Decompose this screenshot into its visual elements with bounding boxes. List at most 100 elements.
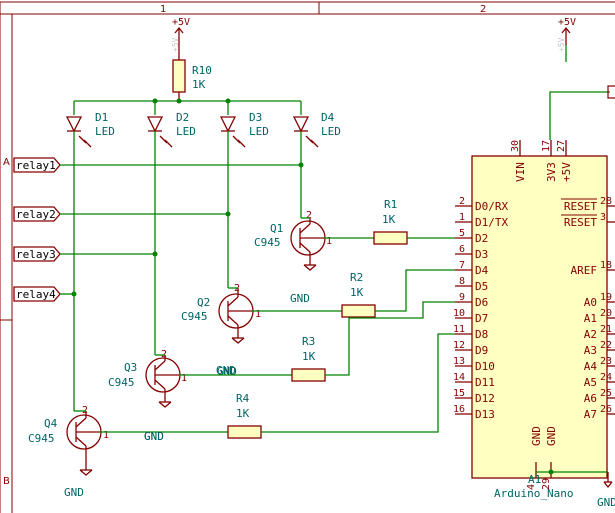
pin-number: 8 xyxy=(459,276,465,287)
pin-number: 28 xyxy=(600,196,612,207)
pin-number: 13 xyxy=(453,356,465,367)
d4-ref: D4 xyxy=(321,111,335,124)
pin-number: 21 xyxy=(600,324,612,335)
pin-name: A7 xyxy=(584,408,597,421)
pin-name: D8 xyxy=(475,328,488,341)
q4-pin-b: 1 xyxy=(103,430,109,441)
pin-number: 27 xyxy=(556,140,567,152)
d1-ref: D1 xyxy=(95,111,108,124)
pin-name: D4 xyxy=(475,264,489,277)
pin-number: 26 xyxy=(600,404,612,415)
r1-ref: R1 xyxy=(384,198,397,211)
pin-number: 6 xyxy=(459,244,465,255)
pin-name: A6 xyxy=(584,392,597,405)
wire-r2-d4 xyxy=(375,269,455,312)
q3-ref: Q3 xyxy=(124,361,137,374)
pin-number: 16 xyxy=(453,404,465,415)
pin-name: D6 xyxy=(475,296,488,309)
led-d2: D2 LED xyxy=(146,101,196,148)
r3-value: 1K xyxy=(302,350,316,363)
resistor-r3: R3 1K xyxy=(291,335,326,382)
pin-name: D7 xyxy=(475,312,488,325)
q2-value: C945 xyxy=(181,310,208,323)
d3-value: LED xyxy=(249,125,269,138)
q1-ref: Q1 xyxy=(270,222,283,235)
pin-number: 5 xyxy=(459,228,465,239)
transistor-q1: 2 1 Q1 C945 GND xyxy=(254,210,332,305)
q4-gnd-label: GND xyxy=(64,486,84,499)
pin-name: D2 xyxy=(475,232,488,245)
q3-pin-b: 1 xyxy=(181,373,187,384)
pin-name: RESET xyxy=(564,216,597,229)
q3-gnd-label: GND xyxy=(144,430,164,443)
r2-value: 1K xyxy=(350,286,364,299)
arduino-pins: D0/RX2D1/TX1D25D36D47D58D69D710D811D912D… xyxy=(453,140,615,490)
pin-name: D0/RX xyxy=(475,200,508,213)
pin-number: 17 xyxy=(541,140,552,152)
pin-name: D5 xyxy=(475,280,488,293)
r4-ref: R4 xyxy=(236,392,250,405)
pin-name: D11 xyxy=(475,376,495,389)
r1-value: 1K xyxy=(382,213,396,226)
q4-ref: Q4 xyxy=(44,417,58,430)
resistor-r4: R4 1K xyxy=(227,392,262,439)
pin-name: RESET xyxy=(564,200,597,213)
label-relay3: relay3 xyxy=(16,248,56,261)
transistor-q4: 2 1 Q4 C945 GND xyxy=(28,405,109,499)
d3-ref: D3 xyxy=(249,111,262,124)
junction xyxy=(176,98,182,104)
pin-name: D13 xyxy=(475,408,495,421)
r3-ref: R3 xyxy=(302,335,315,348)
pin-number: 4 xyxy=(526,484,537,490)
pin-number: 11 xyxy=(453,324,465,335)
pin-name: +5V xyxy=(560,162,573,182)
pin-name: D12 xyxy=(475,392,495,405)
pin-name: VIN xyxy=(514,162,527,182)
vcc-symbol-right: +5V +5V xyxy=(557,17,576,52)
frame-row-b: B xyxy=(3,476,10,487)
arduino-ref: A1 xyxy=(528,473,541,486)
pin-name: A2 xyxy=(584,328,597,341)
transistor-q3: 2 1 Q3 C945 GND xyxy=(108,349,187,443)
resistor-r2: R2 1K xyxy=(341,271,376,318)
q2-ref: Q2 xyxy=(197,296,210,309)
frame-col-1: 1 xyxy=(160,4,166,15)
offsheet-part xyxy=(607,85,615,99)
r10-ref: R10 xyxy=(192,64,212,77)
pin-number: 18 xyxy=(600,260,612,271)
pin-number: 29 xyxy=(541,478,552,490)
pin-name: A1 xyxy=(584,312,597,325)
d4-value: LED xyxy=(321,125,341,138)
q3-gnd-text: GND xyxy=(144,430,164,443)
r10-value: 1K xyxy=(192,78,206,91)
vcc-ghost-right: +5V xyxy=(557,37,566,52)
pin-number: 2 xyxy=(459,196,465,207)
pin-name: AREF xyxy=(571,264,598,277)
resistor-r1: R1 1K xyxy=(373,198,408,245)
pin-number: 15 xyxy=(453,388,465,399)
wire-r4-d8 xyxy=(261,333,455,433)
pin-name: D1/TX xyxy=(475,216,508,229)
pin-number: 10 xyxy=(453,308,465,319)
frame-row-a: A xyxy=(3,157,10,168)
pin-name: GND xyxy=(545,426,558,446)
d2-value: LED xyxy=(176,125,196,138)
pin-name: D10 xyxy=(475,360,495,373)
r2-ref: R2 xyxy=(350,271,363,284)
q4-value: C945 xyxy=(28,432,55,445)
pin-name: GND xyxy=(530,426,543,446)
pin-number: 3 xyxy=(600,212,606,223)
led-d3: D3 LED xyxy=(219,101,269,148)
pin-number: 25 xyxy=(600,388,612,399)
d2-ref: D2 xyxy=(176,111,189,124)
label-relay4: relay4 xyxy=(16,288,56,301)
pin-number: 9 xyxy=(459,292,465,303)
q1-gnd-label: GND xyxy=(290,292,310,305)
pin-number: 14 xyxy=(453,372,465,383)
pin-name: 3V3 xyxy=(545,162,558,182)
q1-pin-c: 2 xyxy=(306,210,312,221)
q1-pin-b: 1 xyxy=(326,236,332,247)
arduino-value: Arduino_Nano xyxy=(494,487,573,500)
